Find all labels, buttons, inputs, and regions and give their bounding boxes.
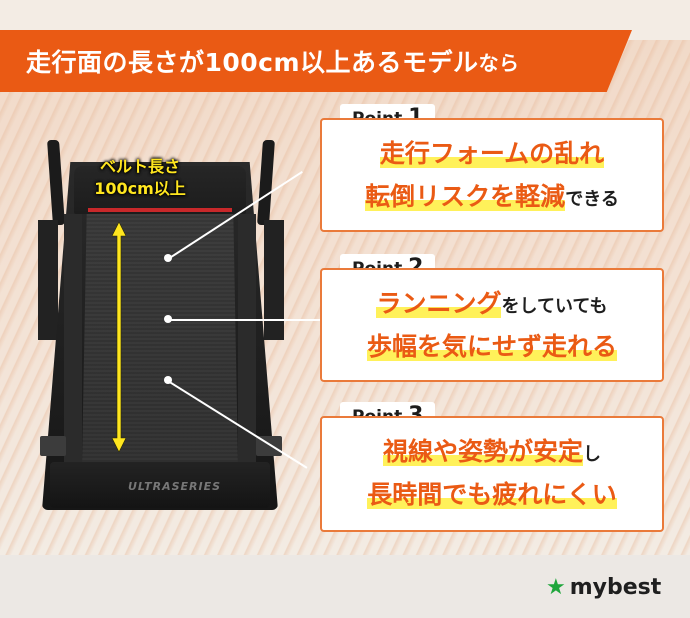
point-3-l1-seg-1: 視線や姿勢が安定: [382, 437, 583, 466]
belt-label-line1: ベルト長さ: [99, 157, 180, 176]
headline-tail: なら: [478, 50, 520, 75]
treadmill-image: ULTRASERIES: [30, 140, 290, 510]
point-card-1: 走行フォームの乱れ 転倒リスクを軽減できる: [320, 118, 664, 232]
logo-text: mybest: [569, 575, 662, 600]
point-1-l2-seg-1: 転倒リスクを軽減: [365, 182, 566, 211]
belt-label-line2: 100cm以上: [94, 179, 186, 198]
point-2-l1-seg-1: ランニング: [376, 289, 502, 318]
point-1-line-2: 転倒リスクを軽減できる: [322, 177, 662, 220]
left-rail: [64, 214, 82, 468]
running-belt: [82, 214, 238, 464]
point-card-2: ランニングをしていても 歩幅を気にせず走れる: [320, 268, 664, 382]
left-handle: [47, 140, 65, 225]
point-2-line-2: 歩幅を気にせず走れる: [322, 327, 662, 370]
headline-main: 走行面の長さが100cm以上あるモデル: [26, 48, 479, 77]
point-card-3: 視線や姿勢が安定し 長時間でも疲れにくい: [320, 416, 664, 532]
point-1-l2-seg-2: できる: [565, 189, 619, 210]
treadmill-brand: ULTRASERIES: [128, 480, 222, 493]
headline-banner: 走行面の長さが100cm以上あるモデル なら: [0, 30, 632, 92]
callout-dot: [164, 376, 172, 384]
point-2-line-1: ランニングをしていても: [322, 284, 662, 327]
left-end-tab: [40, 436, 66, 456]
motor-cover: [74, 166, 246, 214]
point-3-l1-seg-2: し: [583, 444, 601, 465]
red-trim: [88, 208, 232, 212]
point-3-line-1: 視線や姿勢が安定し: [322, 432, 662, 475]
right-rail: [238, 214, 256, 468]
callout-leader: [168, 319, 322, 321]
length-arrow-icon: [112, 222, 126, 452]
right-side-guard: [264, 220, 284, 340]
left-side-guard: [38, 220, 58, 340]
star-icon: ★: [546, 574, 566, 600]
mybest-logo: ★ mybest: [546, 575, 661, 600]
point-2-l2-seg-1: 歩幅を気にせず走れる: [366, 332, 617, 361]
bottom-band: [0, 555, 690, 618]
point-1-l1-seg-1: 走行フォームの乱れ: [379, 139, 605, 168]
point-1-line-1: 走行フォームの乱れ: [322, 134, 662, 177]
point-2-l1-seg-2: をしていても: [501, 296, 608, 317]
end-cap: ULTRASERIES: [50, 462, 270, 508]
point-3-l2-seg-1: 長時間でも疲れにくい: [367, 480, 617, 509]
right-handle: [257, 140, 275, 225]
point-3-line-2: 長時間でも疲れにくい: [322, 475, 662, 518]
belt-length-label: ベルト長さ 100cm以上: [78, 156, 202, 200]
